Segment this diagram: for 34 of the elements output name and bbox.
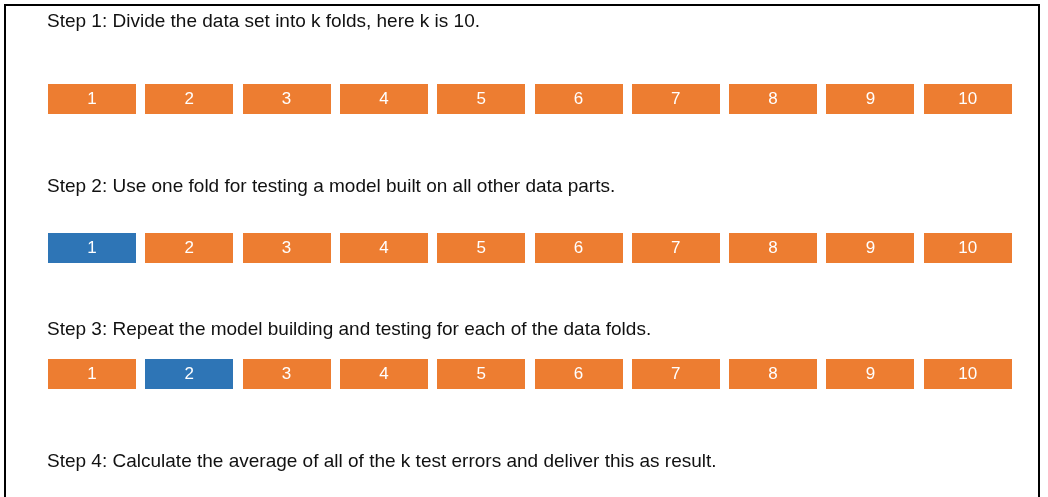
- step-text: Step 2: Use one fold for testing a model built on all other data parts.: [47, 175, 616, 197]
- fold-box: 3: [242, 233, 331, 263]
- fold-box: 9: [826, 84, 915, 114]
- test-fold-box: 2: [145, 359, 234, 389]
- fold-box: 8: [729, 359, 818, 389]
- fold-box: 8: [729, 233, 818, 263]
- fold-box: 6: [534, 359, 623, 389]
- fold-box: 7: [631, 84, 720, 114]
- fold-box: 5: [437, 84, 526, 114]
- fold-box: 4: [339, 233, 428, 263]
- fold-box: 10: [923, 233, 1012, 263]
- step-text: Step 1: Divide the data set into k folds, here k is 10.: [47, 10, 481, 32]
- fold-box: 5: [437, 359, 526, 389]
- fold-box: 2: [145, 233, 234, 263]
- fold-box: 7: [631, 233, 720, 263]
- fold-box: 4: [339, 84, 428, 114]
- fold-box: 6: [534, 84, 623, 114]
- fold-box: 9: [826, 233, 915, 263]
- fold-box: 8: [729, 84, 818, 114]
- fold-box: 9: [826, 359, 915, 389]
- fold-box: 5: [437, 233, 526, 263]
- fold-box: 1: [48, 359, 136, 389]
- fold-box: 6: [534, 233, 623, 263]
- fold-box: 2: [145, 84, 234, 114]
- fold-box: 10: [923, 84, 1012, 114]
- fold-box: 4: [339, 359, 428, 389]
- test-fold-box: 1: [48, 233, 136, 263]
- step-text: Step 3: Repeat the model building and testing for each of the data folds.: [47, 318, 652, 340]
- fold-box: 10: [923, 359, 1012, 389]
- fold-box: 3: [242, 84, 331, 114]
- step-text: Step 4: Calculate the average of all of the k test errors and deliver this as result.: [47, 450, 717, 472]
- fold-box: 3: [242, 359, 331, 389]
- fold-box: 1: [48, 84, 136, 114]
- fold-box: 7: [631, 359, 720, 389]
